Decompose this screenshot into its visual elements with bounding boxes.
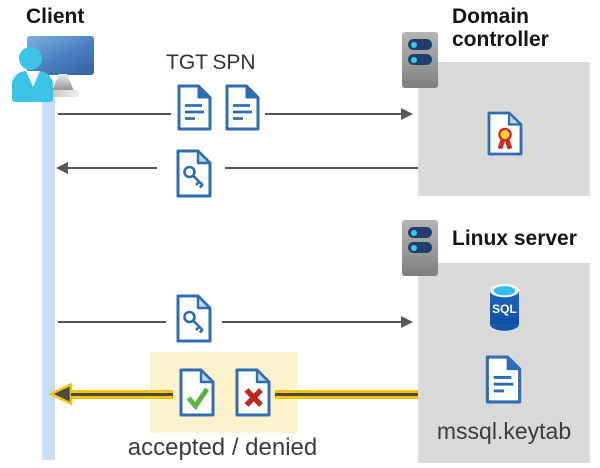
key-document-icon bbox=[176, 294, 212, 343]
keytab-document-icon bbox=[485, 355, 522, 404]
domain-controller-server-icon bbox=[402, 32, 438, 88]
key-document-icon bbox=[176, 149, 212, 198]
result-caption: accepted / denied bbox=[127, 434, 318, 461]
check-document-icon bbox=[179, 368, 215, 417]
certificate-document-icon bbox=[487, 111, 523, 156]
client-lifeline bbox=[42, 95, 55, 460]
x-document-icon bbox=[235, 368, 271, 417]
spn-label: SPN bbox=[212, 51, 256, 74]
linux-server-label: Linux server bbox=[452, 227, 577, 250]
client-user-monitor-icon bbox=[0, 0, 120, 110]
linux-server-icon bbox=[402, 220, 438, 276]
monitor-stand bbox=[52, 74, 74, 91]
user-head bbox=[19, 47, 42, 70]
keytab-label: mssql.keytab bbox=[436, 418, 572, 444]
spn-document-icon bbox=[225, 84, 260, 131]
monitor-stand-base bbox=[46, 90, 79, 97]
sql-database-icon: SQL bbox=[490, 283, 519, 331]
arrowhead-right-icon bbox=[401, 108, 413, 120]
tgt-document-icon bbox=[177, 84, 212, 131]
svg-text:SQL: SQL bbox=[492, 302, 517, 316]
client-label: Client bbox=[26, 5, 85, 28]
result-highlight-box bbox=[150, 352, 297, 433]
arrowhead-right-icon bbox=[401, 316, 413, 328]
arrowhead-left-icon bbox=[56, 162, 68, 174]
tgt-label: TGT bbox=[166, 51, 208, 74]
domain-controller-label: Domain controller bbox=[452, 5, 549, 51]
